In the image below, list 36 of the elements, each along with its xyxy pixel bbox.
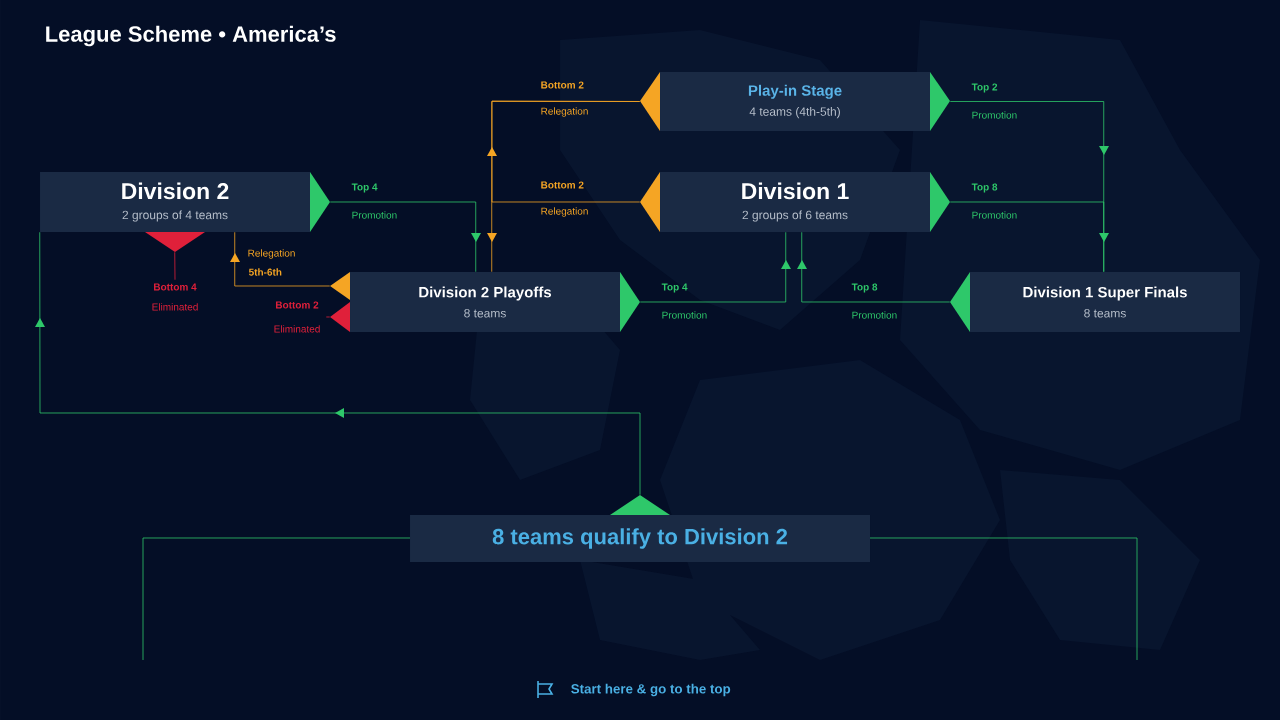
stage-box: Division 1 Super Finals 8 teams bbox=[970, 272, 1240, 332]
stage-box: Play-in Stage 4 teams (4th-5th) bbox=[660, 72, 930, 131]
arrow bbox=[35, 231, 670, 515]
edge-label: Top 8 bbox=[971, 183, 998, 193]
arrow bbox=[230, 231, 350, 300]
edge-label: Bottom 2 bbox=[541, 81, 584, 89]
edge-note: Promotion bbox=[852, 311, 897, 319]
edge-note: Relegation bbox=[541, 107, 588, 117]
stage-box: Division 2 2 groups of 4 teams bbox=[40, 172, 310, 232]
arrow bbox=[487, 72, 660, 273]
note: Start here & go to the top bbox=[571, 683, 731, 697]
stage-box: Division 1 2 groups of 6 teams bbox=[660, 172, 930, 232]
edge-label: Bottom 2 bbox=[541, 181, 584, 189]
arrow bbox=[325, 302, 350, 332]
edge-label: Relegation bbox=[248, 249, 295, 259]
edge-label: Top 4 bbox=[661, 283, 688, 293]
eliminated-note: Bottom 4 Eliminated bbox=[152, 283, 198, 311]
arrow bbox=[797, 231, 970, 332]
stage-box: Division 2 Playoffs 8 teams bbox=[350, 272, 620, 332]
title: League Scheme • America’s bbox=[46, 25, 336, 47]
edge-label: Top 2 bbox=[971, 83, 998, 93]
stage-box: 8 teams qualify to Division 2 bbox=[410, 515, 870, 562]
arrow bbox=[487, 100, 660, 232]
arrow bbox=[930, 172, 1109, 273]
edge-note: Promotion bbox=[972, 111, 1017, 119]
edge-label: Top 4 bbox=[351, 183, 378, 193]
arrow bbox=[620, 231, 791, 332]
edge-note: Promotion bbox=[662, 311, 707, 319]
arrow bbox=[145, 232, 205, 281]
eliminated-note: Bottom 2 Eliminated bbox=[274, 301, 320, 333]
edge-note: Promotion bbox=[972, 211, 1017, 219]
edge-note: Relegation bbox=[541, 207, 588, 217]
edge-note: Promotion bbox=[352, 211, 397, 219]
edge-label: Top 8 bbox=[851, 283, 878, 293]
arrow bbox=[310, 172, 481, 273]
edge-note: 5th-6th bbox=[248, 268, 282, 276]
